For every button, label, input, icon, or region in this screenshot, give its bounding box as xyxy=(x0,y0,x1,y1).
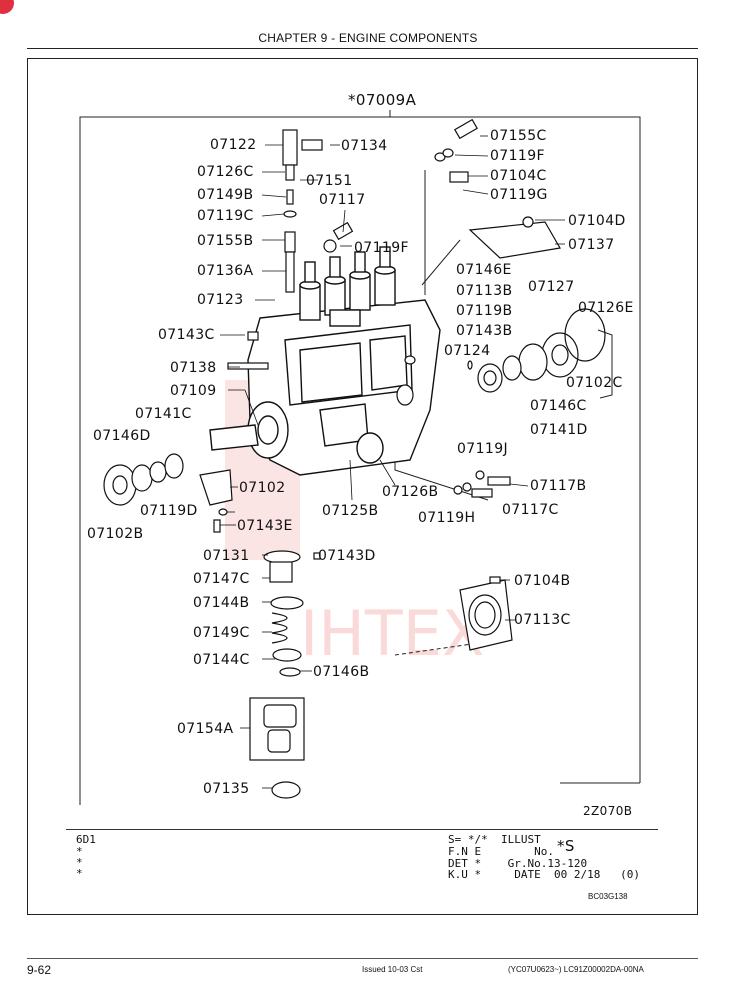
part-label: 07119B xyxy=(456,303,513,319)
chapter-title: CHAPTER 9 - ENGINE COMPONENTS xyxy=(258,31,478,45)
part-label: 07104B xyxy=(514,573,571,589)
part-label: 07119F xyxy=(354,240,409,256)
part-label: 07134 xyxy=(341,138,388,154)
part-label: 07146E xyxy=(456,262,512,278)
part-label: 07126C xyxy=(197,164,254,180)
part-label: 07126E xyxy=(578,300,634,316)
part-label: 07119J xyxy=(457,441,509,457)
part-label: 07143D xyxy=(318,548,376,564)
part-label: 07146C xyxy=(530,398,587,414)
info-line-4: K.U * DATE 00 2/18 (0) xyxy=(448,868,641,881)
part-label: 07149C xyxy=(193,625,250,641)
part-label: 07154A xyxy=(177,721,234,737)
part-label: 07119D xyxy=(140,503,198,519)
issue-info: Issued 10-03 Cst xyxy=(362,965,423,974)
part-label: 07149B xyxy=(197,187,254,203)
part-label: 07113C xyxy=(514,612,571,628)
part-label: 07143B xyxy=(456,323,513,339)
star-mark: * xyxy=(76,845,83,858)
info-rule xyxy=(66,829,658,830)
part-label: 07147C xyxy=(193,571,250,587)
part-label: 07109 xyxy=(170,383,217,399)
part-label: 07104C xyxy=(490,168,547,184)
part-label: 07141D xyxy=(530,422,588,438)
reference-code: (YC07U0623~) LC91Z00002DA-00NA xyxy=(508,965,644,974)
page-number: 9-62 xyxy=(27,963,52,977)
part-label: 07125B xyxy=(322,503,379,519)
part-label: 07113B xyxy=(456,283,513,299)
part-label: 07151 xyxy=(306,173,353,189)
part-label: 07119H xyxy=(418,510,476,526)
catalog-code: BC03G138 xyxy=(588,892,628,901)
illustration-frame xyxy=(27,58,698,915)
part-label: 07138 xyxy=(170,360,217,376)
info-line-1: S= */* ILLUST xyxy=(448,833,541,846)
header-rule xyxy=(27,48,698,49)
part-label: 07131 xyxy=(203,548,250,564)
corner-marker xyxy=(0,0,14,14)
info-line-3: DET * Gr.No.13-120 xyxy=(448,857,588,870)
model-code: 6D1 xyxy=(76,833,96,846)
part-label: 07143C xyxy=(158,327,215,343)
part-label: 07136A xyxy=(197,263,254,279)
star-mark: * xyxy=(76,867,83,880)
footer-rule xyxy=(27,958,698,959)
illust-number: *S xyxy=(557,837,575,855)
info-line-2: F.N E No. xyxy=(448,845,554,858)
part-label: 07155B xyxy=(197,233,254,249)
part-label: 07102B xyxy=(87,526,144,542)
part-label: 07117 xyxy=(319,192,366,208)
watermark-text: IHTEX xyxy=(300,597,484,670)
part-label: 07155C xyxy=(490,128,547,144)
part-label: 07102C xyxy=(566,375,623,391)
part-label: 07126B xyxy=(382,484,439,500)
part-label: 07117B xyxy=(530,478,587,494)
part-label: 07104D xyxy=(568,213,626,229)
part-label: 07146D xyxy=(93,428,151,444)
part-label: 07124 xyxy=(444,343,491,359)
part-label: 07119C xyxy=(197,208,254,224)
part-label: 07119G xyxy=(490,187,548,203)
part-label: 07119F xyxy=(490,148,545,164)
part-label: 07135 xyxy=(203,781,250,797)
part-label: 07141C xyxy=(135,406,192,422)
part-label: 07102 xyxy=(239,480,286,496)
part-label: 07144B xyxy=(193,595,250,611)
assembly-number: *07009A xyxy=(348,91,417,109)
part-label: 07127 xyxy=(528,279,575,295)
part-label: 07137 xyxy=(568,237,615,253)
diagram-code: 2Z070B xyxy=(583,804,633,818)
part-label: 07144C xyxy=(193,652,250,668)
star-mark: * xyxy=(76,856,83,869)
part-label: 07117C xyxy=(502,502,559,518)
part-label: 07122 xyxy=(210,137,257,153)
part-label: 07143E xyxy=(237,518,293,534)
part-label: 07123 xyxy=(197,292,244,308)
part-label: 07146B xyxy=(313,664,370,680)
